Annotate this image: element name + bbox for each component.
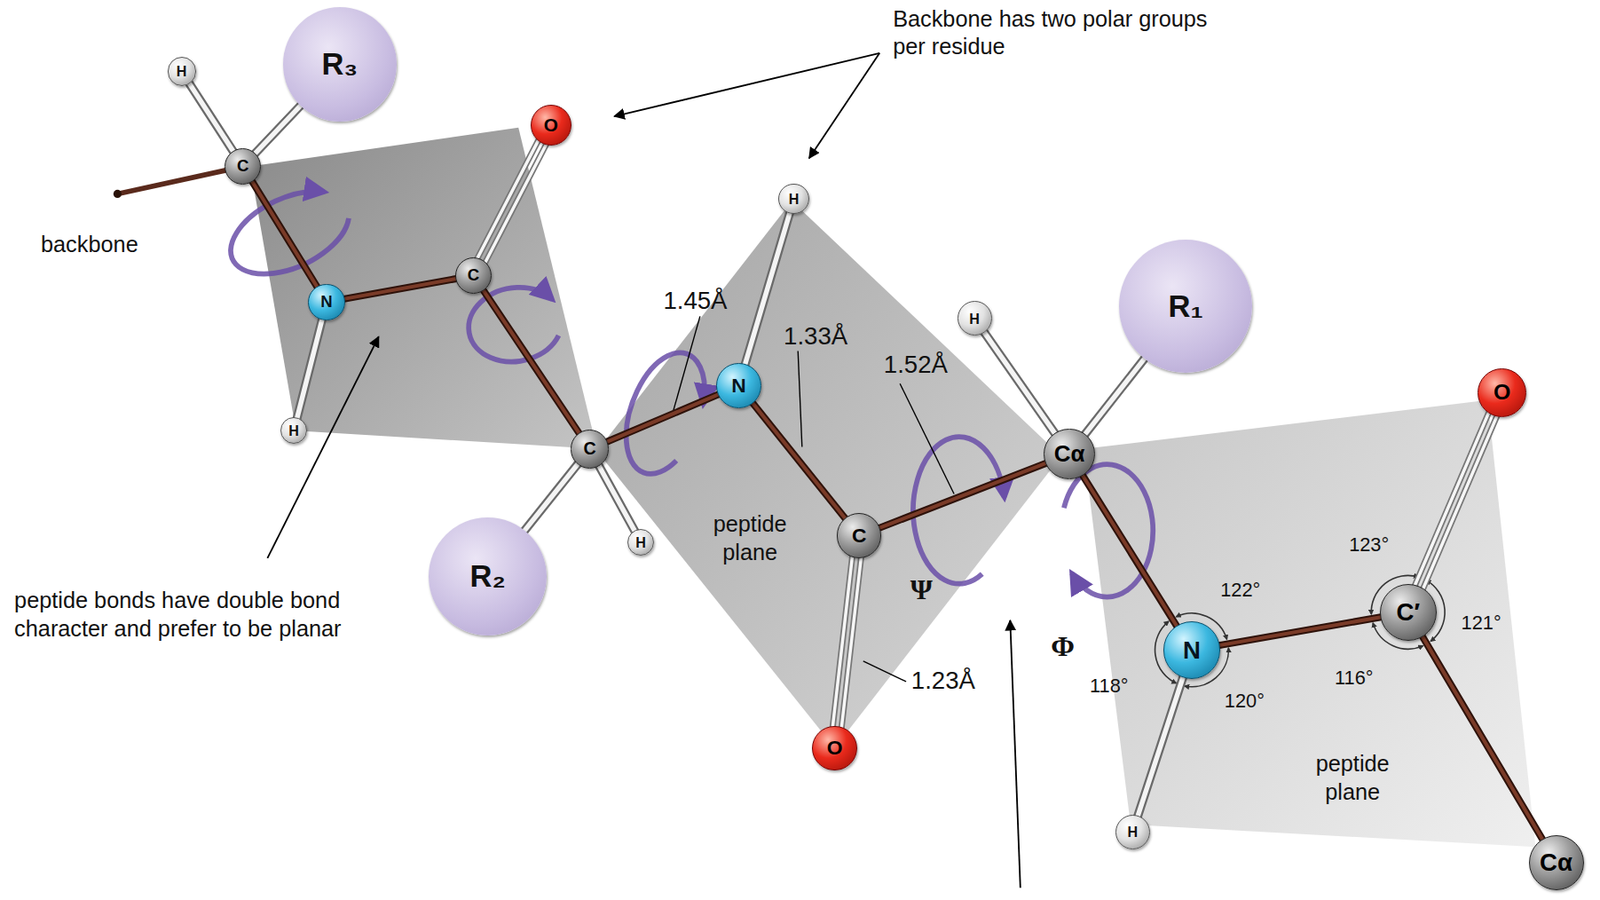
chemical-bond — [1082, 474, 1178, 627]
chemical-bond — [984, 331, 1056, 434]
chemical-bond — [343, 278, 457, 300]
chemical-bond — [477, 141, 546, 263]
bond-angle: 122° — [1220, 577, 1261, 602]
chemical-bond — [254, 104, 301, 154]
bond-angle: 120° — [1224, 688, 1265, 713]
oxygen-atom: O — [1477, 368, 1527, 418]
hydrogen-atom: H — [1115, 814, 1151, 850]
bond-angle: 116° — [1334, 665, 1373, 690]
callout-note: Backbone has two polar groups per residu… — [892, 5, 1230, 62]
chemical-bond — [599, 465, 636, 531]
atom-label: H — [788, 191, 800, 206]
nitrogen-atom: N — [1163, 621, 1221, 678]
atom-label: N — [731, 375, 746, 396]
torsion-symbol: Φ — [1050, 628, 1075, 664]
atom-label: N — [320, 293, 332, 311]
rotation-arrow — [230, 191, 349, 275]
chemical-bond — [1084, 357, 1145, 435]
atom-label: O — [543, 116, 559, 135]
chemical-bond — [297, 318, 324, 418]
carbon-atom: C — [455, 257, 492, 294]
atom-label: H — [288, 423, 300, 438]
callout-arrow — [809, 53, 880, 158]
oxygen-atom: O — [811, 725, 858, 772]
hydrogen-atom: H — [167, 56, 197, 86]
carbon-atom: C — [570, 429, 610, 469]
chemical-bond — [879, 463, 1047, 529]
atom-label: C — [851, 525, 867, 546]
peptide-plane-shape — [597, 200, 1062, 748]
atom-label: O — [827, 737, 844, 758]
bond-angle: 121° — [1461, 610, 1502, 635]
carbon-atom: C — [836, 512, 883, 559]
chemical-bond — [482, 290, 580, 434]
bond-length: 1.52Å — [883, 349, 948, 380]
callout-arrow — [267, 336, 379, 558]
chemical-bond — [752, 402, 846, 520]
leader-line — [673, 315, 701, 410]
backbone-end — [113, 189, 122, 198]
plane-label: peptide plane — [693, 510, 806, 567]
rotation-arrows — [230, 191, 1445, 687]
chemical-bond — [189, 82, 234, 152]
atom-label: C — [236, 157, 249, 175]
atom-label: H — [969, 311, 980, 326]
oxygen-atom: O — [530, 104, 572, 146]
callout-note: peptide bonds have double bond character… — [14, 586, 412, 643]
side-chain: R₂ — [428, 517, 547, 636]
plane-label: peptide plane — [1293, 749, 1411, 806]
callout-arrow — [614, 53, 880, 117]
atom-label: H — [635, 535, 647, 550]
chemical-bond — [1137, 676, 1183, 816]
atom-label: H — [1127, 824, 1139, 839]
atom-label: R₂ — [470, 560, 506, 592]
chemical-bond — [1414, 412, 1497, 589]
atom-label: H — [176, 63, 188, 79]
hydrogen-atom: H — [778, 183, 809, 214]
carbon-atom: Cα — [1529, 835, 1585, 891]
bond-length: 1.23Å — [911, 665, 976, 696]
side-chain: R₃ — [283, 7, 398, 122]
chemical-bond — [606, 394, 719, 442]
hydrogen-atom: H — [627, 528, 655, 556]
chemical-bond — [1219, 616, 1381, 646]
bond-angle: 123° — [1348, 532, 1389, 557]
peptide-plane-shape — [1083, 400, 1536, 848]
bond-length: 1.33Å — [783, 321, 848, 352]
atom-label: C′ — [1396, 599, 1421, 625]
chemical-bond — [832, 556, 861, 727]
atom-label: C — [467, 267, 480, 284]
torsion-symbol: Ψ — [910, 571, 933, 607]
bond-length: 1.45Å — [662, 285, 727, 316]
carbon-atom: Cα — [1043, 428, 1095, 480]
chemical-bond — [524, 463, 579, 531]
leader-line — [797, 350, 803, 447]
chemical-bond — [1422, 636, 1544, 840]
atom-label: R₁ — [1168, 291, 1204, 323]
atom-label: O — [1493, 381, 1511, 404]
atom-label: Cα — [1539, 850, 1573, 875]
nitrogen-atom: N — [716, 362, 762, 409]
hydrogen-atom: H — [957, 300, 993, 336]
atom-label: C — [583, 440, 597, 458]
leader-line — [899, 383, 954, 494]
side-chain: R₁ — [1119, 239, 1252, 372]
hydrogen-atom: H — [280, 417, 308, 444]
chemical-bond — [252, 181, 318, 287]
atom-label: R₃ — [321, 48, 358, 80]
part-label: backbone — [40, 230, 139, 260]
nitrogen-atom: N — [307, 283, 345, 321]
atom-label: Cα — [1054, 442, 1086, 466]
atom-label: N — [1182, 638, 1201, 663]
peptide-plane-shape — [250, 127, 598, 450]
carbon-atom: C′ — [1379, 583, 1437, 641]
rotation-arrow — [468, 287, 559, 363]
backbone-stub — [117, 169, 229, 195]
bond-angle: 118° — [1089, 673, 1128, 698]
chemical-bond — [744, 212, 790, 366]
leader-line — [863, 661, 907, 682]
callout-arrow — [1009, 620, 1020, 888]
rotation-arrow — [1064, 464, 1153, 597]
